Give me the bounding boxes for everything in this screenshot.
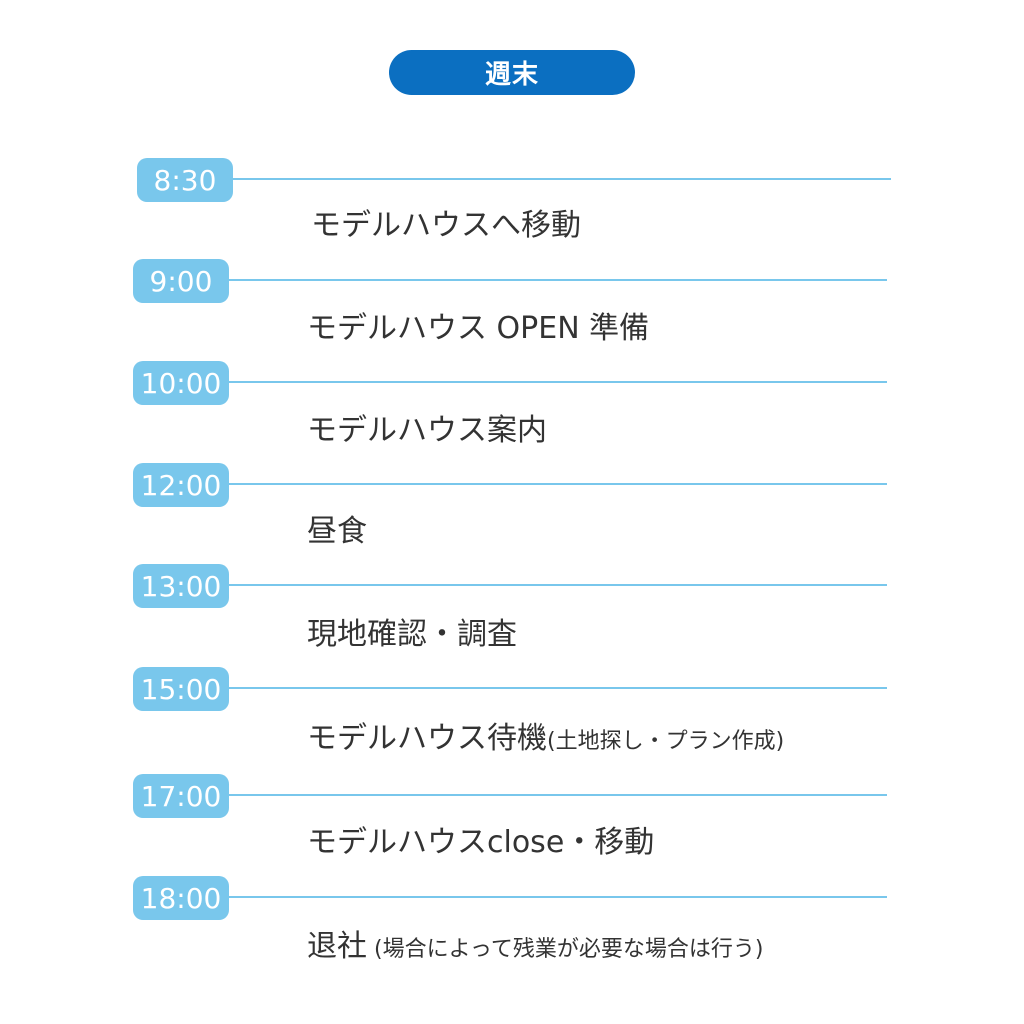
activity-text: モデルハウス案内 [307,412,547,453]
schedule-item: 9:00 モデルハウス OPEN 準備 [0,258,1024,378]
activity-text: モデルハウス待機(土地探し・プラン作成) [307,720,784,761]
schedule-item: 17:00 モデルハウスclose・移動 [0,773,1024,893]
timeline-divider [229,279,887,281]
timeline-divider [229,794,887,796]
time-badge: 15:00 [133,667,229,711]
timeline-divider [229,381,887,383]
activity-label: 現地確認・調査 [307,617,517,652]
time-badge: 18:00 [133,876,229,920]
activity-label: 昼食 [307,514,367,549]
activity-text: 昼食 [307,513,367,554]
activity-label: モデルハウスclose・移動 [307,825,655,860]
activity-label: モデルハウス待機 [307,721,547,756]
schedule-item: 15:00 モデルハウス待機(土地探し・プラン作成) [0,666,1024,786]
activity-label: モデルハウスへ移動 [311,208,581,243]
activity-text: モデルハウス OPEN 準備 [307,310,649,351]
activity-note: (土地探し・プラン作成) [547,729,785,754]
activity-label: モデルハウス OPEN 準備 [307,311,650,346]
schedule-item: 13:00 現地確認・調査 [0,563,1024,683]
timeline-divider [229,896,887,898]
time-badge: 9:00 [133,259,229,303]
timeline-divider [233,178,891,180]
activity-text: モデルハウスへ移動 [311,207,581,248]
time-badge: 17:00 [133,774,229,818]
activity-text: モデルハウスclose・移動 [307,824,654,865]
schedule-item: 18:00 退社 (場合によって残業が必要な場合は行う) [0,875,1024,995]
activity-label: モデルハウス案内 [307,413,547,448]
page-title: 週末 [389,50,635,95]
timeline-divider [229,584,887,586]
schedule-item: 12:00 昼食 [0,462,1024,582]
activity-label: 退社 [307,929,367,964]
timeline-divider [229,483,887,485]
time-badge: 12:00 [133,463,229,507]
activity-text: 退社 (場合によって残業が必要な場合は行う) [307,928,763,969]
activity-note: (場合によって残業が必要な場合は行う) [367,937,764,962]
timeline-divider [229,687,887,689]
schedule-item: 10:00 モデルハウス案内 [0,360,1024,480]
activity-text: 現地確認・調査 [307,616,517,657]
time-badge: 13:00 [133,564,229,608]
time-badge: 10:00 [133,361,229,405]
schedule-item: 8:30 モデルハウスへ移動 [0,157,1024,277]
time-badge: 8:30 [137,158,233,202]
